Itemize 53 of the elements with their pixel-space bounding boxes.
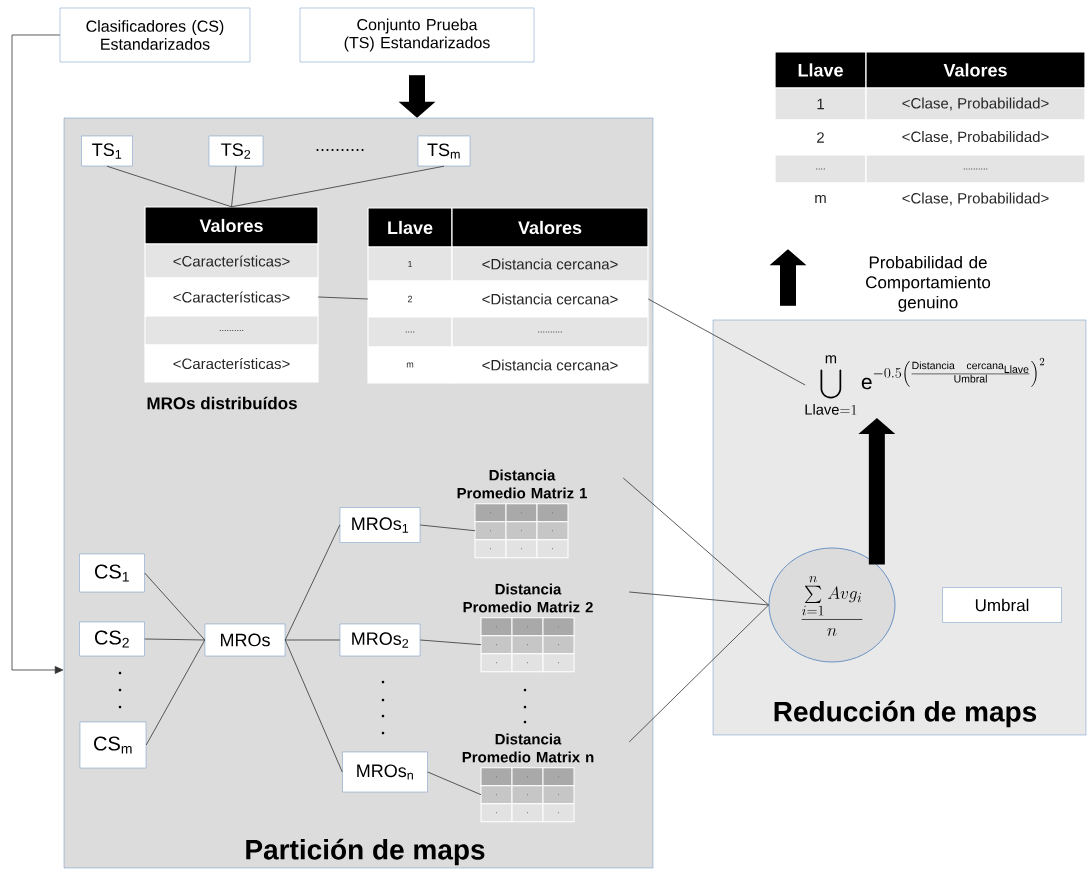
connector-line [144, 572, 206, 641]
text-box: CS$_{1}$ [79, 553, 145, 593]
table-header-cell: Llave [367, 207, 453, 248]
table-cell: 2 [367, 280, 453, 318]
text-box: MROs$_{1}$ [339, 507, 421, 543]
connector-line [622, 477, 769, 606]
connector-line [317, 296, 369, 300]
table-cell: <Características> [144, 344, 319, 383]
connector-line [145, 639, 206, 746]
connector-line [284, 524, 341, 641]
table-cell: 1 [367, 246, 453, 282]
connector-line [419, 639, 482, 646]
connector-line [106, 165, 232, 208]
matrix-caption: Distancia Promedio Matriz 2 [463, 583, 593, 613]
connector-line [231, 165, 445, 208]
table-cell: 1 [774, 87, 867, 121]
table-cell: m [367, 346, 453, 384]
text-box: MROs$_{2}$ [339, 623, 421, 657]
connector-line [284, 639, 343, 773]
table-cell: 2 [774, 119, 867, 156]
text-box: TS$_{1}$ [81, 135, 133, 167]
connector-line [144, 638, 206, 641]
text-box: Conjunto Prueba (TS) Estandarizados [299, 7, 535, 63]
connector-line [419, 524, 476, 532]
table-cell: m [774, 182, 867, 216]
text-box: MROs$_{n}$ [342, 751, 428, 793]
connector-line [628, 604, 769, 743]
connector-line [427, 771, 482, 796]
matrix-caption: Distancia Promedio Matrix n [462, 733, 594, 763]
text-box: Umbral [942, 587, 1062, 623]
connector-line [647, 298, 806, 386]
text-box: Clasificadores (CS) Estandarizados [59, 7, 251, 63]
text-box: CS$_{m}$ [79, 721, 147, 769]
table-header-cell: Llave [774, 51, 867, 89]
table-cell: .... [774, 154, 867, 184]
ellipsis-label: .......... [316, 149, 364, 151]
table-cell: <Características> [144, 243, 319, 279]
table-cell: <Características> [144, 277, 319, 317]
connector-line [284, 639, 341, 641]
formula: $\bigcup_{\mathrm{Llave}=1}^{\mathrm{m}} \mathrm{e}^{-0.5\left(\frac{\mathrm{Distancia\ \ cercana}_{\mathrm{Llave}}}{\mathrm{Umbral}}\right)^{2}}$ [805, 355, 1045, 415]
text-box: CS$_{2}$ [79, 621, 145, 657]
connector-line [231, 165, 237, 208]
connector-line [628, 591, 769, 606]
matrix-caption: Distancia Promedio Matriz 1 [457, 469, 587, 499]
text-box: TS$_{2}$ [208, 135, 264, 167]
text-box: TS$_{m}$ [417, 135, 471, 167]
arrow [11, 34, 64, 674]
text-box: MROs [204, 623, 286, 657]
table-cell: .......... [144, 315, 319, 346]
table-header-cell: Valores [144, 206, 319, 245]
table-cell: .... [367, 316, 453, 348]
table-caption: MROs distribuídos [147, 396, 297, 410]
edge-label: Probabilidad de Comportamiento genuino [866, 255, 991, 312]
